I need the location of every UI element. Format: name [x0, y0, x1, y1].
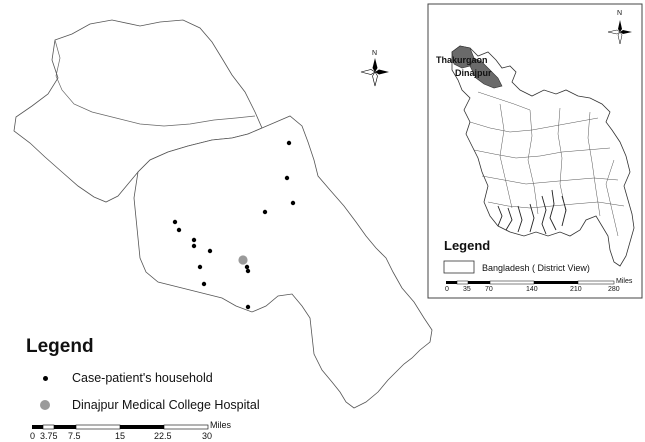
- scale-tick: 22.5: [154, 431, 172, 441]
- dinajpur-district: [133, 115, 433, 409]
- household-point: [284, 175, 290, 181]
- inset-scale-tick: 35: [463, 286, 471, 293]
- household-point: [176, 227, 182, 233]
- inset-north-arrow-icon: [607, 20, 632, 45]
- household-point: [244, 264, 250, 270]
- scale-tick: 15: [115, 431, 126, 441]
- household-point: [172, 219, 178, 225]
- bangladesh-swatch: [443, 260, 475, 274]
- inset-legend-item: Bangladesh ( District View): [482, 263, 590, 273]
- inset-dinajpur: [469, 57, 503, 89]
- legend-item-hospital: Dinajpur Medical College Hospital: [40, 398, 260, 412]
- legend-item-label: Case-patient's household: [72, 371, 213, 385]
- district-label-thakurgaon: Thakurgaon: [436, 55, 488, 65]
- inset-scale-bar: [446, 280, 615, 285]
- household-layer: [172, 140, 296, 310]
- household-point: [207, 248, 213, 254]
- legend-item-label: Dinajpur Medical College Hospital: [72, 398, 260, 412]
- inset-legend-title: Legend: [444, 238, 491, 253]
- household-point: [262, 209, 268, 215]
- household-point: [197, 264, 203, 270]
- district-boundaries: [469, 91, 625, 237]
- inset-scale-tick: 70: [485, 286, 493, 293]
- scale-tick: 3.75: [40, 431, 58, 441]
- inset-scale-tick: 210: [570, 286, 582, 293]
- district-label-dinajpur: Dinajpur: [455, 68, 492, 78]
- household-point: [245, 268, 251, 274]
- river-delta: [497, 189, 567, 235]
- legend-item-household: Case-patient's household: [40, 371, 213, 385]
- household-point: [290, 200, 296, 206]
- household-point: [245, 304, 251, 310]
- black-dot-icon: [43, 375, 48, 381]
- hospital-point: [238, 255, 248, 265]
- inset-scale-unit: Miles: [616, 278, 633, 285]
- inset-north-label: N: [617, 10, 623, 17]
- bangladesh-outline: [451, 45, 635, 267]
- inset-scale-tick: 140: [526, 286, 538, 293]
- scale-tick: 7.5: [68, 431, 81, 441]
- household-point: [286, 140, 292, 146]
- upazila-boundary: [54, 39, 256, 127]
- main-scale-unit: Miles: [210, 420, 232, 430]
- inset-scale-tick: 0: [445, 286, 449, 293]
- main-legend-title: Legend: [26, 336, 94, 357]
- scale-tick: 30: [202, 431, 213, 441]
- household-point: [191, 237, 197, 243]
- scale-tick: 0: [30, 431, 36, 441]
- inset-scale-tick: 280: [608, 286, 620, 293]
- north-arrow-icon: [360, 58, 389, 87]
- north-label: N: [372, 50, 378, 57]
- household-point: [191, 243, 197, 249]
- main-scale-bar: [32, 424, 209, 430]
- household-point: [201, 281, 207, 287]
- gray-dot-icon: [40, 400, 50, 410]
